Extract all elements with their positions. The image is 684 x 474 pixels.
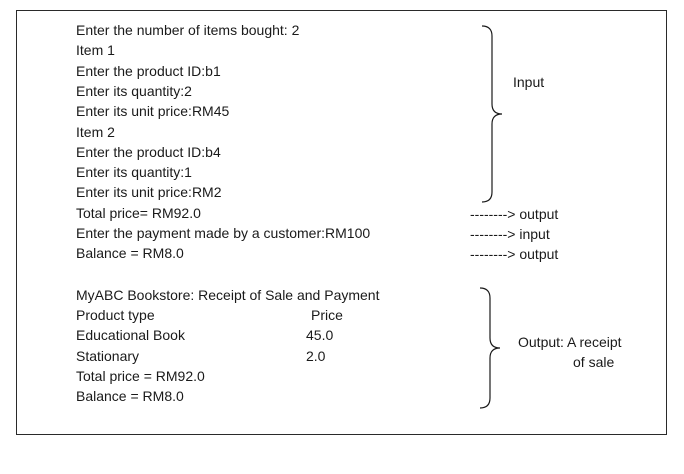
receipt-row-product: Stationary: [76, 348, 140, 364]
prompt-product-id-1: Enter the product ID:b1: [76, 63, 221, 79]
receipt-brace-icon: [479, 287, 501, 409]
receipt-row-price: 2.0: [306, 348, 326, 364]
total-output-arrow-label: --------> output: [470, 206, 559, 222]
total-price-output: Total price= RM92.0: [76, 205, 201, 221]
prompt-product-id-2: Enter the product ID:b4: [76, 144, 221, 160]
prompt-unit-price-1: Enter its unit price:RM45: [76, 103, 230, 119]
receipt-row-price: 45.0: [306, 327, 334, 343]
prompt-unit-price-2: Enter its unit price:RM2: [76, 184, 222, 200]
balance-output-arrow-label: --------> output: [470, 246, 559, 262]
receipt-total-price: Total price = RM92.0: [76, 368, 205, 384]
prompt-quantity-1: Enter its quantity:2: [76, 83, 192, 99]
item-2-heading: Item 2: [76, 124, 115, 140]
balance-output: Balance = RM8.0: [76, 245, 184, 261]
input-group-label: Input: [513, 74, 545, 90]
item-1-heading: Item 1: [76, 42, 115, 58]
receipt-header-product: Product type: [76, 307, 155, 323]
prompt-number-of-items: Enter the number of items bought: 2: [76, 22, 300, 38]
figure-frame: [16, 10, 667, 435]
receipt-title: MyABC Bookstore: Receipt of Sale and Pay…: [76, 287, 380, 303]
payment-input-arrow-label: --------> input: [470, 226, 550, 242]
receipt-row-product: Educational Book: [76, 327, 185, 343]
receipt-label-line2: of sale: [573, 354, 615, 370]
input-brace-icon: [481, 25, 503, 203]
receipt-header-price: Price: [311, 307, 343, 323]
prompt-quantity-2: Enter its quantity:1: [76, 164, 192, 180]
prompt-payment: Enter the payment made by a customer:RM1…: [76, 225, 371, 241]
receipt-balance: Balance = RM8.0: [76, 388, 184, 404]
receipt-label-line1: Output: A receipt: [518, 334, 622, 350]
